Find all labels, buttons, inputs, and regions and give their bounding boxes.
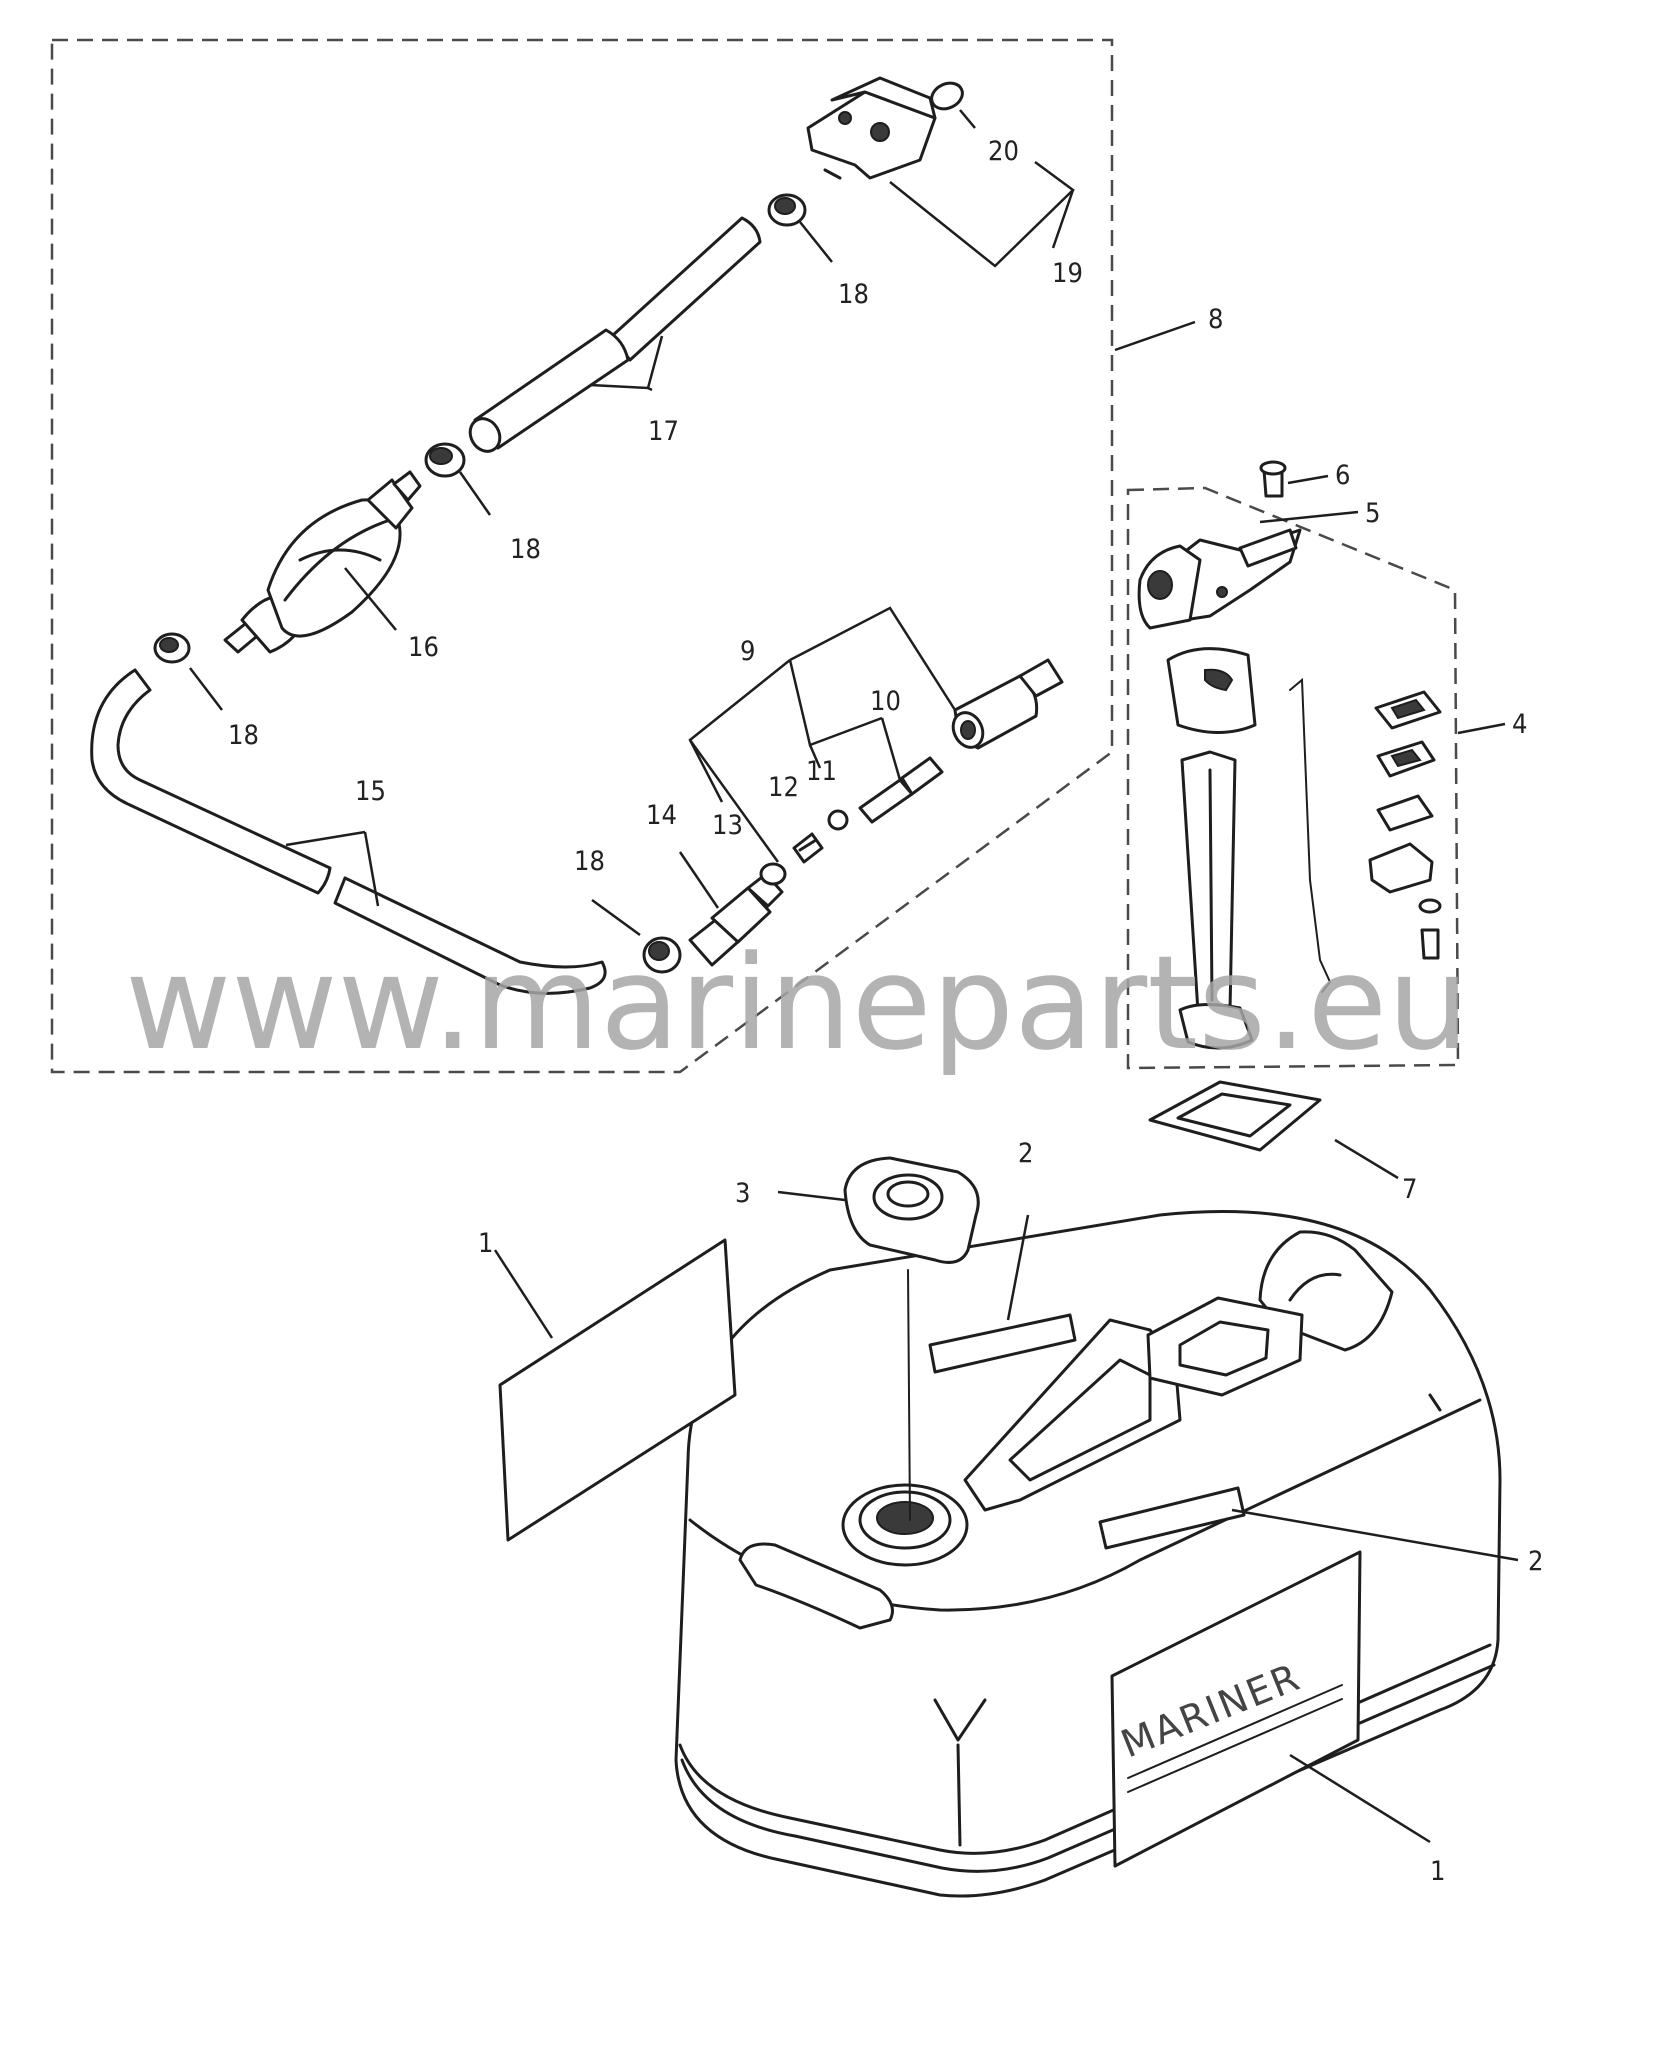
filler-cap-3 xyxy=(843,1156,980,1264)
gauge-float-arm xyxy=(1289,677,1332,993)
leader-lines xyxy=(189,109,1519,1844)
valve-spring-12 xyxy=(792,832,824,864)
label-18-left: 18 xyxy=(228,720,259,751)
label-20: 20 xyxy=(988,136,1019,167)
label-8: 8 xyxy=(1208,304,1223,335)
watermark-text: www.marineparts.eu xyxy=(125,927,1470,1079)
hose-clamp-18-top xyxy=(767,193,807,227)
pickup-float-cap xyxy=(1166,647,1257,734)
label-18-bottom: 18 xyxy=(574,846,605,877)
screw-6 xyxy=(1259,460,1287,498)
label-5: 5 xyxy=(1365,498,1380,529)
label-13: 13 xyxy=(712,810,743,841)
label-2-right: 2 xyxy=(1528,1546,1543,1577)
gasket-7 xyxy=(1148,1080,1322,1152)
hose-fitting-14 xyxy=(688,872,784,967)
pickup-assembly-group-box xyxy=(1126,486,1460,1070)
brand-decal-1: MARINER xyxy=(1110,1550,1362,1868)
label-10: 10 xyxy=(870,686,901,717)
fuel-tank-body xyxy=(674,1210,1502,1898)
washer-11 xyxy=(827,809,849,831)
label-15: 15 xyxy=(355,776,386,807)
label-7: 7 xyxy=(1402,1174,1417,1205)
label-11: 11 xyxy=(806,756,837,787)
label-14: 14 xyxy=(646,800,677,831)
label-18-top: 18 xyxy=(838,279,869,310)
label-16: 16 xyxy=(408,632,439,663)
label-17: 17 xyxy=(648,416,679,447)
part-number-labels: 20 19 18 17 8 18 6 5 16 9 10 4 18 11 12 … xyxy=(228,136,1543,1887)
tank-connector-19 xyxy=(806,76,937,180)
label-19: 19 xyxy=(1052,258,1083,289)
primer-bulb-16 xyxy=(223,470,422,654)
label-4: 4 xyxy=(1512,709,1527,740)
label-18-mid: 18 xyxy=(510,534,541,565)
label-6: 6 xyxy=(1335,460,1350,491)
fuel-hose-upper-17 xyxy=(468,216,762,453)
label-9: 9 xyxy=(740,636,755,667)
cap-leader-line xyxy=(907,1269,911,1521)
quick-connector-9 xyxy=(951,658,1064,750)
hose-clamp-18-bottom xyxy=(642,936,682,974)
label-2-top: 2 xyxy=(1018,1138,1033,1169)
fuel-hose-long-15 xyxy=(90,668,607,995)
check-valve-ball-13 xyxy=(759,862,787,886)
pickup-head-5 xyxy=(1137,528,1302,630)
label-1-decal: 1 xyxy=(478,1228,493,1259)
valve-insert-10 xyxy=(858,756,944,824)
pickup-tube xyxy=(1178,750,1254,1050)
o-ring-20 xyxy=(930,81,964,111)
side-decal-1 xyxy=(498,1238,737,1542)
gauge-parts-stack xyxy=(1368,690,1442,960)
hose-clamp-18-mid xyxy=(424,442,466,478)
label-3: 3 xyxy=(735,1178,750,1209)
hose-clamp-18-left xyxy=(153,632,191,664)
label-1-brand: 1 xyxy=(1430,1856,1445,1887)
label-12: 12 xyxy=(768,772,799,803)
fuel-line-group-box xyxy=(50,38,1114,1074)
